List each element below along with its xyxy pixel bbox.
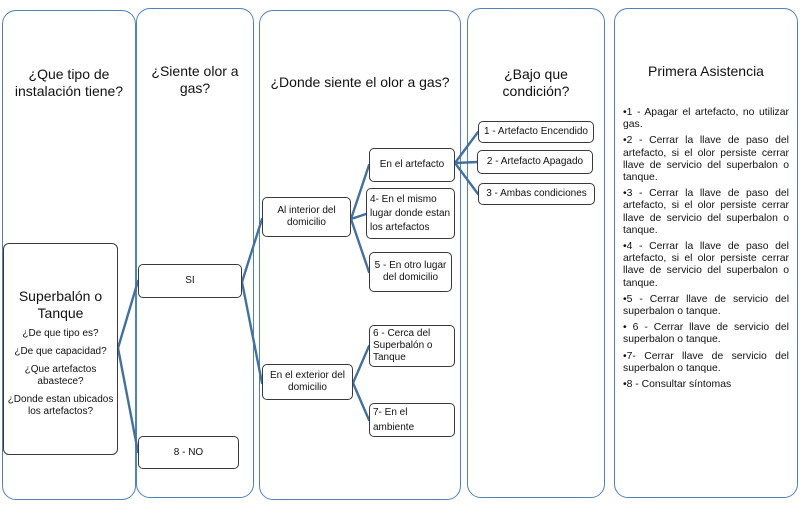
tank-card: Superbalón o Tanque ¿De que tipo es? ¿De… <box>3 243 118 455</box>
connector-tank-si <box>116 279 140 350</box>
tank-question: ¿Que artefactos abastece? <box>24 364 97 387</box>
first-aid-step: •3 - Cerrar la llave de paso del artefac… <box>623 188 789 236</box>
tank-question: ¿De que capacidad? <box>14 346 107 357</box>
column-smell <box>136 8 254 498</box>
column-heading-first-aid: Primera Asistencia <box>648 63 764 79</box>
column-condition <box>467 8 605 498</box>
column-heading-smell: ¿Siente olor a gas? <box>151 63 239 96</box>
node-exterior: En el exterior del domicilio <box>262 364 353 400</box>
connector-artefacto-apagado <box>453 160 479 165</box>
connector-interior-otro <box>349 217 371 274</box>
first-aid-step: •8 - Consultar síntomas <box>623 379 732 391</box>
tank-title: Superbalón o Tanque <box>18 288 103 321</box>
node-otro-lugar: 5 - En otro lugar del domicilio <box>369 252 452 292</box>
node-apagado: 2 - Artefacto Apagado <box>477 150 593 174</box>
first-aid-step: •2 - Cerrar la llave de paso del artefac… <box>623 135 789 184</box>
first-aid-step: •1 - Apagar el artefacto, no utilizar ga… <box>623 107 789 131</box>
first-aid-list: •1 - Apagar el artefacto, no utilizar ga… <box>623 107 789 395</box>
column-first-aid <box>614 8 798 498</box>
node-ambiente: 7- En el ambiente <box>369 403 455 437</box>
column-heading-condition: ¿Bajo que condición? <box>502 66 570 99</box>
tank-question: ¿Donde estan ubicados los artefactos? <box>7 394 114 417</box>
connector-si-interior <box>240 217 264 284</box>
first-aid-step: •5 - Cerrar llave de servicio del superb… <box>623 293 789 318</box>
first-aid-step: • 6 - Cerrar llave de servicio del super… <box>623 322 789 346</box>
node-encendido: 1 - Artefacto Encendido <box>478 121 594 143</box>
connector-artefacto-encendido <box>453 130 480 165</box>
node-no: 8 - NO <box>138 436 239 469</box>
node-ambas: 3 - Ambas condiciones <box>478 183 595 205</box>
connector-interior-mismo <box>349 212 368 221</box>
connector-interior-artefacto <box>349 163 371 221</box>
node-interior: Al interior del domicilio <box>262 197 351 237</box>
connector-exterior-cerca <box>351 344 371 385</box>
first-aid-step: •7- Cerrar llave de servicio del superba… <box>623 350 789 374</box>
tank-question: ¿De que tipo es? <box>22 328 99 339</box>
connector-tank-no <box>116 346 140 454</box>
node-si: SI <box>138 264 242 298</box>
node-mismo-lugar: 4- En el mismo lugar donde estan los art… <box>366 188 455 239</box>
connector-exterior-ambiente <box>351 381 371 422</box>
column-heading-installation: ¿Que tipo de instalación tiene? <box>14 66 124 99</box>
first-aid-step: •4 - Cerrar la llave de paso del artefac… <box>623 241 789 289</box>
connector-si-exterior <box>240 280 264 385</box>
node-artefacto: En el artefacto <box>369 148 455 182</box>
node-cerca: 6 - Cerca del Superbalón o Tanque <box>369 325 455 367</box>
connector-artefacto-ambas <box>453 161 480 196</box>
column-heading-location: ¿Donde siente el olor a gas? <box>270 74 450 90</box>
